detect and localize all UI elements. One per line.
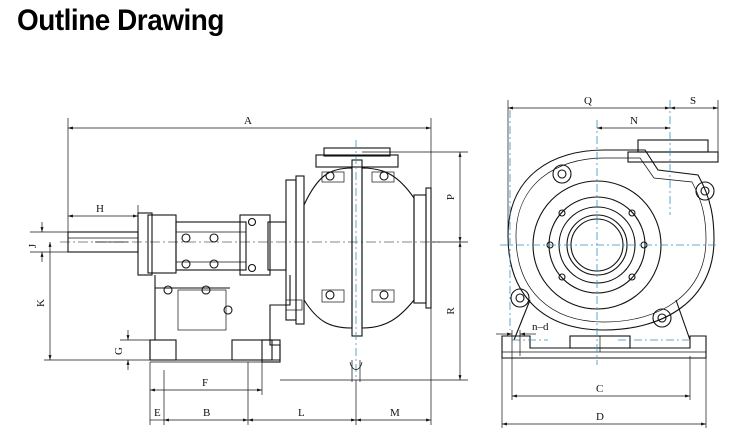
label-s: S xyxy=(690,95,696,107)
label-p: P xyxy=(445,194,457,200)
side-dimensions xyxy=(30,118,468,425)
label-j: J xyxy=(27,243,39,248)
label-a: A xyxy=(244,115,252,127)
label-k: K xyxy=(35,299,47,307)
label-l: L xyxy=(298,407,305,419)
label-g: G xyxy=(113,347,125,355)
label-r: R xyxy=(445,307,457,315)
dimension-labels: A H J K G F E B L M P R Q S N n–d C D xyxy=(27,95,696,423)
label-q: Q xyxy=(584,95,592,107)
frame-base xyxy=(149,275,303,363)
front-dimensions xyxy=(496,100,719,428)
bearing-assembly xyxy=(137,212,287,276)
label-d: D xyxy=(596,411,604,423)
page-title: Outline Drawing xyxy=(17,4,224,37)
label-h: H xyxy=(96,203,104,215)
front-view xyxy=(500,100,719,365)
label-b: B xyxy=(203,407,210,419)
frame-plate xyxy=(285,175,305,325)
label-f: F xyxy=(202,377,208,389)
label-m: M xyxy=(390,407,400,419)
label-e: E xyxy=(154,407,161,419)
label-n: N xyxy=(630,115,638,127)
label-c: C xyxy=(596,383,603,395)
label-n-d: n–d xyxy=(532,321,549,333)
side-view xyxy=(60,140,440,382)
pump-casing-side xyxy=(303,147,432,337)
